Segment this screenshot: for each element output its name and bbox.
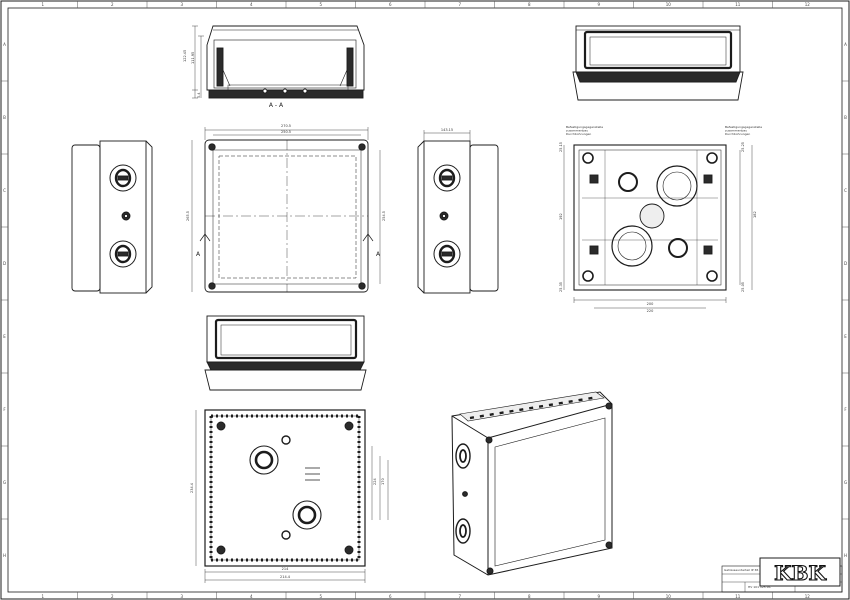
frame-row-label: C bbox=[3, 188, 6, 193]
frame-row-label: A bbox=[844, 42, 847, 47]
dim-rear-left: 25.15 bbox=[559, 142, 563, 152]
dim-rear-bottom-1: 200 bbox=[647, 302, 654, 306]
frame-column-label: 3 bbox=[180, 2, 183, 7]
section-marker-left: A bbox=[196, 251, 201, 258]
frame-column-label: 7 bbox=[458, 2, 461, 7]
frame-column-label: 12 bbox=[805, 594, 811, 599]
frame-column-label: 6 bbox=[389, 594, 392, 599]
frame-column-label: 5 bbox=[319, 2, 322, 7]
dim-front-width-inner: 250.5 bbox=[281, 130, 291, 134]
frame-row-label: H bbox=[844, 553, 847, 558]
rear-interior-view bbox=[563, 144, 753, 309]
frame-row-label: G bbox=[844, 480, 847, 485]
dim-rear-height: 182 bbox=[753, 211, 757, 218]
dim-rear-right-b: 25.05 bbox=[741, 282, 745, 292]
frame-column-label: 8 bbox=[528, 2, 531, 7]
frame-column-label: 10 bbox=[666, 2, 672, 7]
dim-side-depth: 143.15 bbox=[441, 128, 453, 132]
frame-row-label: B bbox=[844, 115, 847, 120]
frame-row-label: F bbox=[844, 407, 847, 412]
bottom-profile-view bbox=[204, 315, 367, 391]
frame-column-label: 7 bbox=[458, 594, 461, 599]
frame-row-label: D bbox=[3, 261, 6, 266]
frame-column-label: 9 bbox=[597, 594, 600, 599]
dim-section-bottom: 5.4 bbox=[197, 92, 201, 98]
right-side-view bbox=[417, 130, 499, 294]
section-marker-right: A bbox=[376, 251, 381, 258]
frame-row-label: G bbox=[3, 480, 6, 485]
dim-rear-left-b: 25.35 bbox=[559, 282, 563, 292]
dim-plan-5: 234.4 bbox=[190, 482, 194, 493]
frame-column-label: 10 bbox=[666, 594, 672, 599]
frame-row-label: H bbox=[3, 553, 6, 558]
frame-row-label: F bbox=[3, 407, 6, 412]
front-view bbox=[191, 127, 381, 293]
frame-column-label: 9 bbox=[597, 2, 600, 7]
frame-column-label: 11 bbox=[735, 594, 741, 599]
dim-plan-1: 214 bbox=[282, 567, 289, 571]
dim-section-height-b: 111.95 bbox=[191, 52, 195, 64]
dim-plan-4: 170 bbox=[381, 478, 385, 485]
frame-column-label: 8 bbox=[528, 594, 531, 599]
title-block-description: Gehäuseunterteil IP 65 Abdeckung bbox=[724, 568, 776, 572]
dim-rear-bottom-2: 220 bbox=[647, 309, 654, 313]
frame-column-label: 12 bbox=[805, 2, 811, 7]
frame-row-label: C bbox=[844, 188, 847, 193]
frame-column-label: 11 bbox=[735, 2, 741, 7]
frame-column-label: 2 bbox=[111, 594, 114, 599]
base-plan-view bbox=[195, 409, 389, 583]
frame-column-label: 5 bbox=[319, 594, 322, 599]
dim-front-height-inner: 254.5 bbox=[382, 211, 386, 221]
dim-rear-center: 192 bbox=[559, 213, 563, 220]
left-side-view bbox=[71, 140, 153, 294]
frame-column-label: 2 bbox=[111, 2, 114, 7]
dim-rear-right: 25.25 bbox=[741, 142, 745, 152]
section-title: A - A bbox=[269, 102, 284, 109]
isometric-view bbox=[451, 391, 613, 576]
svg-text:KBK: KBK bbox=[774, 561, 826, 585]
frame-column-label: 6 bbox=[389, 2, 392, 7]
dim-plan-2: 224 bbox=[373, 478, 377, 485]
title-block-number: HV 101 125 DC bbox=[748, 585, 771, 589]
frame-row-label: B bbox=[3, 115, 6, 120]
frame-column-label: 4 bbox=[250, 594, 253, 599]
frame-column-label: 3 bbox=[180, 594, 183, 599]
dim-front-width-outer: 270.5 bbox=[281, 124, 291, 128]
profile-view-top-right bbox=[572, 25, 744, 101]
frame-row-label: A bbox=[3, 42, 6, 47]
frame-column-label: 1 bbox=[41, 594, 44, 599]
kbk-logo: KBK bbox=[759, 557, 841, 587]
section-view-a-a bbox=[192, 25, 365, 99]
dim-plan-3: 214.4 bbox=[280, 575, 291, 579]
frame-row-label: E bbox=[3, 334, 6, 339]
frame-row-label: E bbox=[844, 334, 847, 339]
frame-column-label: 4 bbox=[250, 2, 253, 7]
dim-section-height-a: 122.45 bbox=[183, 50, 187, 62]
frame-row-label: D bbox=[844, 261, 847, 266]
frame-column-label: 1 bbox=[41, 2, 44, 7]
dim-front-height: 265.5 bbox=[186, 211, 190, 221]
